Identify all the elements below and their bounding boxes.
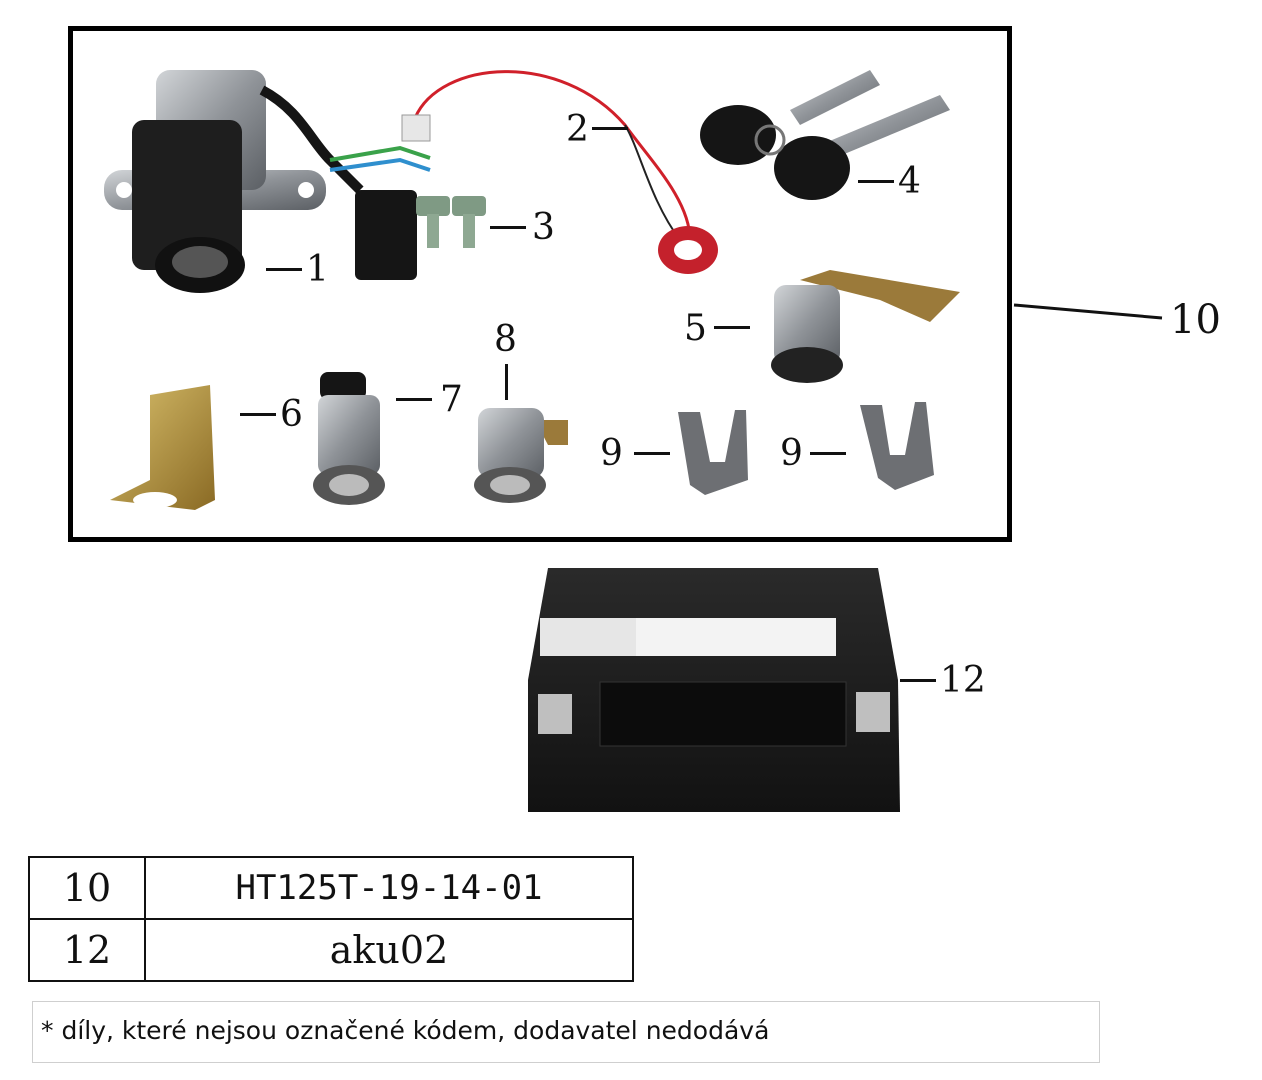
clip-part-right xyxy=(860,402,934,490)
bolts-part xyxy=(416,196,486,248)
callout-6: 6 xyxy=(280,394,303,435)
keys-part xyxy=(700,70,950,200)
lock-cylinder-7-part xyxy=(313,372,385,505)
ignition-switch-part xyxy=(104,70,431,293)
part-code-cell: aku02 xyxy=(144,918,634,982)
leader-3 xyxy=(490,226,526,229)
table-row: 12 aku02 xyxy=(28,918,634,982)
table-row: 10 HT125T-19-14-01 xyxy=(28,856,634,920)
callout-8: 8 xyxy=(494,319,517,360)
leader-5 xyxy=(714,326,750,329)
bracket-part xyxy=(110,385,215,510)
position-cell: 12 xyxy=(28,918,146,982)
leader-9a xyxy=(634,452,670,455)
position-cell: 10 xyxy=(28,856,146,920)
seat-lock-part xyxy=(771,270,960,383)
lock-cylinder-8-part xyxy=(474,408,568,503)
immobilizer-coil-part xyxy=(401,70,718,274)
callout-9-right: 9 xyxy=(780,433,803,474)
leader-8 xyxy=(505,364,508,400)
callout-9-left: 9 xyxy=(600,433,623,474)
callout-4: 4 xyxy=(898,161,921,202)
leader-4 xyxy=(858,180,894,183)
callout-10: 10 xyxy=(1170,297,1221,343)
part-code-cell: HT125T-19-14-01 xyxy=(144,856,634,920)
callout-1: 1 xyxy=(306,249,329,290)
leader-12 xyxy=(900,679,936,682)
callout-2: 2 xyxy=(566,109,589,150)
callout-12: 12 xyxy=(940,660,986,701)
leader-7 xyxy=(396,398,432,401)
leader-6 xyxy=(240,413,276,416)
leader-9b xyxy=(810,452,846,455)
callout-7: 7 xyxy=(440,379,463,420)
supplier-note: * díly, které nejsou označené kódem, dod… xyxy=(32,1001,1100,1063)
clip-part-left xyxy=(678,410,748,495)
leader-1 xyxy=(266,268,302,271)
leader-2 xyxy=(592,127,628,130)
callout-3: 3 xyxy=(532,207,555,248)
parts-code-table: 10 HT125T-19-14-01 12 aku02 xyxy=(28,856,634,982)
battery-part xyxy=(528,568,900,812)
callout-5: 5 xyxy=(684,308,707,349)
